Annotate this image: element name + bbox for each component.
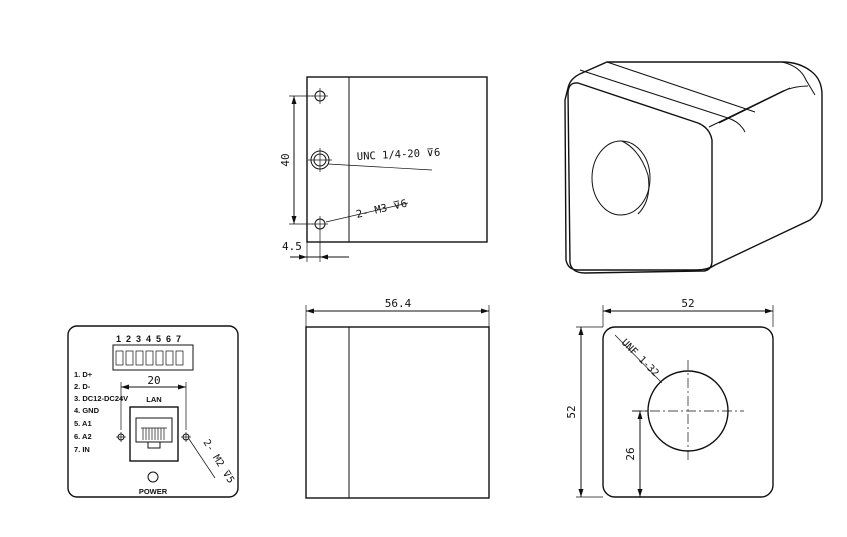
power-label: POWER — [139, 487, 168, 496]
terminal-number: 4 — [146, 334, 151, 344]
front-view-outline — [602, 326, 774, 498]
front-view: 52 52 26 UNF 1-32 — [565, 297, 774, 498]
terminal-number-row: 1 2 3 4 5 6 7 — [116, 334, 181, 344]
callout-m3: 2- M3 ⊽6 — [355, 198, 408, 221]
pin-label: 3. DC12-DC24V — [74, 394, 128, 403]
leader-m2 — [188, 438, 216, 479]
top-view: 56.4 — [305, 297, 490, 499]
iso-lens-opening — [591, 140, 651, 216]
callout-tripod: UNC 1/4-20 ⊽6 — [357, 147, 441, 163]
dim-length-label: 56.4 — [385, 297, 412, 310]
terminal-block — [112, 344, 194, 371]
power-led — [147, 471, 159, 483]
lan-socket — [135, 417, 173, 443]
terminal-number: 5 — [156, 334, 161, 344]
pin-label: 2. D- — [74, 382, 91, 391]
side-view: 40 4.5 UNC 1/4-20 ⊽6 2- M3 ⊽6 — [279, 76, 488, 262]
terminal-number: 3 — [136, 334, 141, 344]
terminal-number: 6 — [166, 334, 171, 344]
iso-front-face — [567, 82, 713, 274]
dim-width-label: 20 — [147, 374, 160, 387]
pin-label: 6. A2 — [74, 432, 92, 441]
terminal-pins — [115, 350, 184, 366]
leader-unf — [614, 334, 663, 384]
dim-height-label: 52 — [565, 405, 578, 418]
dim-center-label: 26 — [624, 447, 637, 460]
pin-label: 1. D+ — [74, 370, 93, 379]
isometric-view — [564, 61, 823, 274]
callout-m2: 2- M2 ⊽5 — [200, 438, 236, 486]
callout-unf: UNF 1-32 — [619, 337, 661, 379]
leader-tripod — [327, 163, 433, 171]
back-panel-outline — [67, 325, 239, 498]
terminal-number: 2 — [126, 334, 131, 344]
lan-port — [129, 406, 179, 462]
terminal-number: 7 — [176, 334, 181, 344]
back-panel-view: 1 2 3 4 5 6 7 1. D+ 2. D- 3. DC12-DC24V … — [67, 325, 239, 498]
iso-outline — [564, 61, 823, 271]
terminal-number: 1 — [116, 334, 121, 344]
leader-m3 — [325, 202, 409, 223]
top-view-body — [305, 326, 490, 499]
pin-label: 7. IN — [74, 445, 90, 454]
dim-offset-label: 4.5 — [282, 240, 302, 253]
side-view-body — [306, 76, 488, 243]
pin-label: 5. A1 — [74, 419, 92, 428]
dim-height-label: 40 — [279, 153, 292, 166]
dim-width-label: 52 — [681, 297, 694, 310]
lan-label: LAN — [146, 395, 161, 404]
pin-label: 4. GND — [74, 406, 100, 415]
